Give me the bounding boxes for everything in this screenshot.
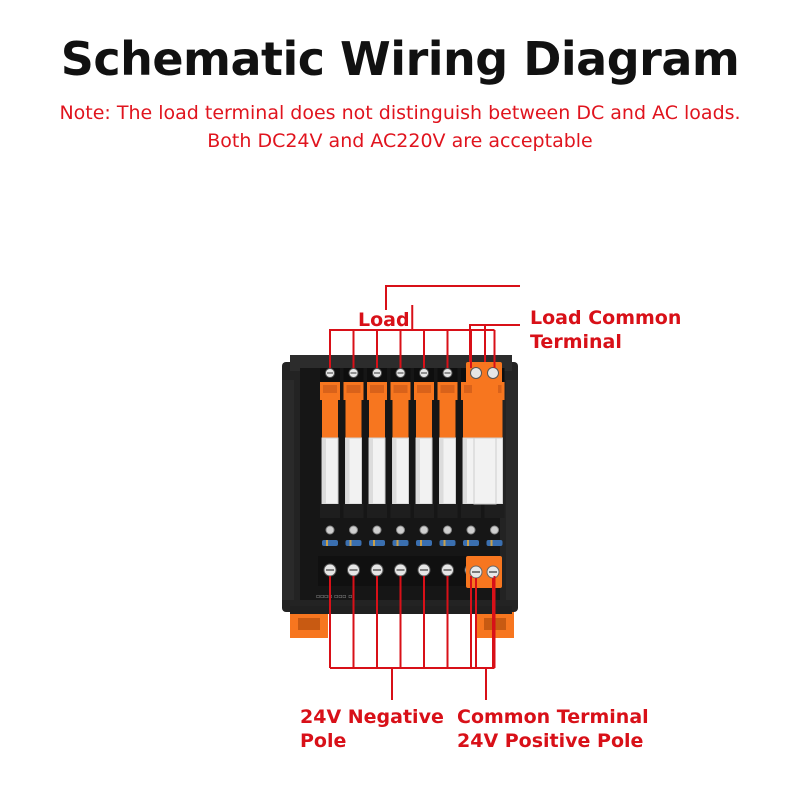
load-common-line-1: Load Common bbox=[530, 307, 682, 329]
load-label: Load bbox=[358, 309, 410, 331]
note-line-2: Both DC24V and AC220V are acceptable bbox=[207, 130, 593, 152]
relay-4 bbox=[390, 368, 411, 518]
load-common-line-2: Terminal bbox=[530, 331, 622, 353]
positive-pole-line-2: 24V Positive Pole bbox=[457, 730, 644, 752]
page-title: Schematic Wiring Diagram bbox=[60, 32, 740, 86]
negative-pole-line-1: 24V Negative bbox=[300, 706, 444, 728]
positive-pole-line-1: Common Terminal bbox=[457, 706, 649, 728]
component-row bbox=[322, 525, 503, 546]
svg-text:▫▫▫▫ ▫▫▫ ▫: ▫▫▫▫ ▫▫▫ ▫ bbox=[316, 593, 352, 600]
note-line-1: Note: The load terminal does not disting… bbox=[59, 102, 741, 124]
relay-1 bbox=[320, 368, 340, 518]
relay-2 bbox=[343, 368, 364, 518]
relay-5 bbox=[414, 368, 434, 518]
relay-6 bbox=[437, 368, 458, 518]
relay-3 bbox=[367, 368, 387, 518]
input-wires bbox=[329, 576, 496, 700]
negative-pole-label: 24V Negative Pole bbox=[300, 705, 444, 753]
load-common-terminal-label: Load Common Terminal bbox=[530, 306, 681, 354]
load-common-terminal bbox=[466, 362, 502, 505]
negative-pole-line-2: Pole bbox=[300, 730, 347, 752]
relay-group bbox=[320, 362, 505, 518]
load-wires bbox=[329, 285, 520, 368]
positive-pole-label: Common Terminal 24V Positive Pole bbox=[457, 705, 649, 753]
